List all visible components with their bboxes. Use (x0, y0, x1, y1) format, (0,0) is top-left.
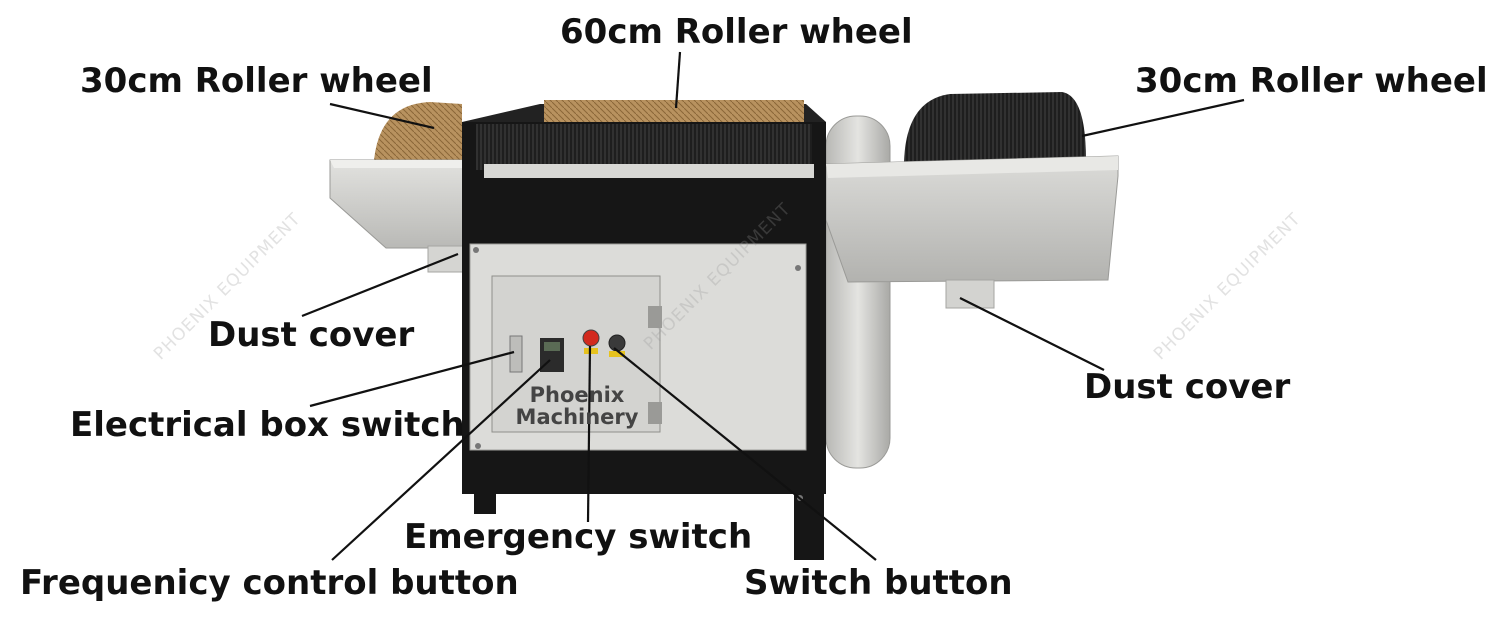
label-60cm-roller-wheel: 60cm Roller wheel (560, 12, 913, 52)
label-30cm-roller-wheel-left: 30cm Roller wheel (80, 61, 433, 101)
label-switch-button: Switch button (744, 563, 1013, 603)
center-roller-wheel (476, 100, 814, 178)
label-emergency-switch: Emergency switch (404, 517, 753, 557)
left-dust-hood (329, 159, 469, 273)
label-electrical-box-switch: Electrical box switch (70, 405, 465, 445)
label-dust-cover-right: Dust cover (1084, 367, 1291, 407)
label-30cm-roller-wheel-right: 30cm Roller wheel (1135, 61, 1488, 101)
label-dust-cover-left: Dust cover (208, 315, 415, 355)
brand-line-1: Phoenix (529, 383, 625, 407)
front-panel (469, 243, 807, 501)
leader-lines (301, 51, 1245, 561)
machine-brand: Phoenix Machinery (502, 384, 652, 428)
right-roller-wheel (904, 92, 1086, 162)
brand-line-2: Machinery (515, 405, 639, 430)
label-frequency-control-button: Frequenicy control button (20, 563, 519, 603)
